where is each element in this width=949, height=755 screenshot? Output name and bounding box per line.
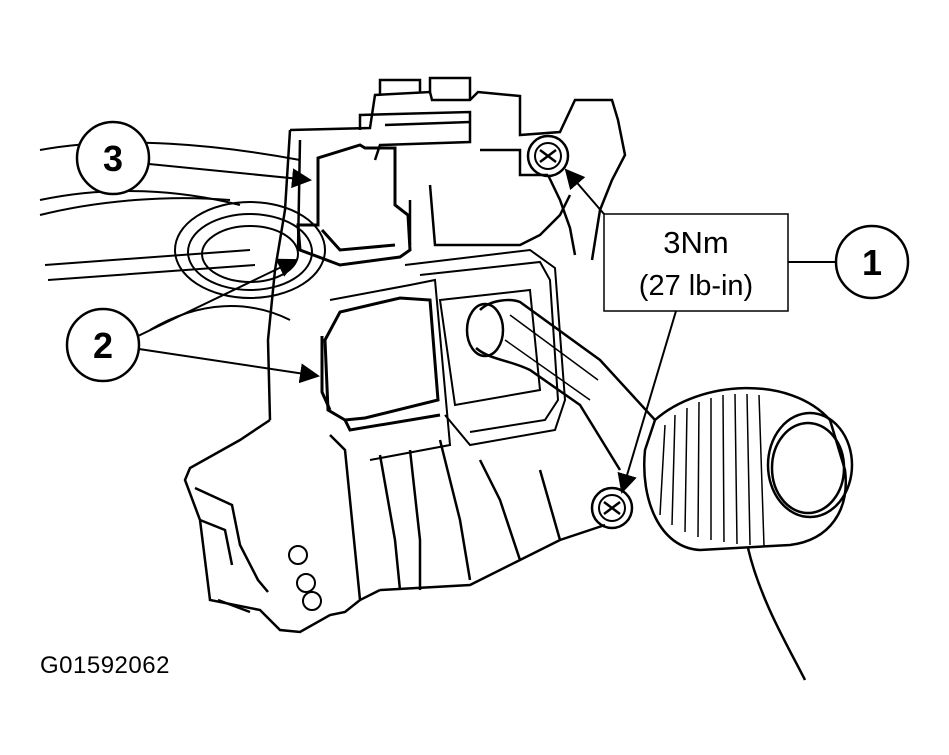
upper-screw	[526, 134, 570, 178]
lever-knob	[643, 386, 854, 681]
callout-2-label: 2	[93, 325, 113, 366]
mounting-holes	[288, 545, 322, 611]
callout-3-label: 3	[103, 138, 123, 179]
upper-connector	[296, 143, 412, 267]
torque-spec-imperial: (27 lb-in)	[639, 270, 753, 302]
callout-3-leader	[148, 163, 312, 189]
turn-signal-lever	[465, 298, 656, 471]
callout-1: 1	[788, 224, 910, 300]
callout-3: 3	[75, 120, 312, 196]
torque-leader-lower	[617, 310, 677, 494]
connector-frame	[329, 248, 567, 461]
lower-connector	[320, 296, 441, 432]
torque-spec-box: 3Nm (27 lb-in)	[564, 168, 789, 494]
torque-spec-metric: 3Nm	[663, 225, 728, 260]
callout-1-label: 1	[862, 242, 882, 283]
callout-2-leader-upper	[137, 258, 298, 337]
knob-knurling	[659, 393, 765, 547]
figure-id: G01592062	[40, 652, 170, 679]
callout-2-leader-lower	[138, 348, 320, 384]
torque-leader-upper	[564, 168, 605, 215]
lower-screw	[590, 486, 634, 530]
callout-2: 2	[65, 258, 320, 384]
